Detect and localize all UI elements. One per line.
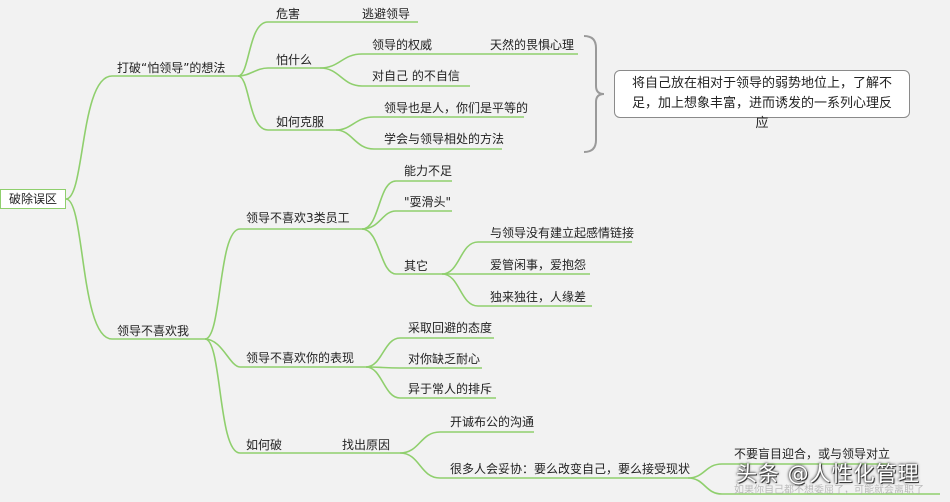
root-node[interactable]: 破除误区	[0, 189, 66, 209]
connector-cause-2	[399, 452, 688, 479]
node-loner[interactable]: 独来独往，人缘差	[490, 290, 587, 304]
connector-fear-confidence	[319, 67, 470, 87]
connector-show-2	[365, 366, 482, 369]
node-find-cause[interactable]: 找出原因	[342, 438, 391, 452]
connector-show-1	[365, 337, 494, 368]
connector-three-slick	[361, 210, 452, 230]
node-avoid-leader[interactable]: 逃避领导	[362, 7, 411, 21]
node-meddle-complain[interactable]: 爱管闲事，爱抱怨	[490, 258, 587, 272]
summary-note[interactable]: 将自己放在相对于领导的弱势地位上，了解不足，加上想象丰富，进而诱发的一系列心理反…	[614, 70, 910, 131]
connector-compromise-2	[687, 477, 940, 495]
node-how-overcome[interactable]: 如何克服	[276, 115, 325, 129]
connector-b2-show	[204, 338, 366, 368]
node-rejection[interactable]: 异于常人的排斥	[408, 382, 493, 396]
connector-b2-three	[204, 228, 362, 340]
connector-cause-1	[399, 431, 534, 454]
connector-root-branch1	[65, 75, 238, 200]
node-equal[interactable]: 领导也是人，你们是平等的	[384, 101, 529, 115]
connector-b2-how	[204, 338, 400, 454]
node-danger[interactable]: 危害	[276, 7, 301, 21]
summary-bracket	[583, 35, 605, 153]
node-open-communication[interactable]: 开诚布公的沟通	[450, 415, 535, 429]
connector-overcome-method	[335, 129, 502, 150]
node-learn-method[interactable]: 学会与领导相处的方法	[384, 132, 505, 146]
node-impatience[interactable]: 对你缺乏耐心	[408, 352, 481, 366]
node-avoidance[interactable]: 采取回避的态度	[408, 321, 493, 335]
node-no-blind-follow[interactable]: 不要盲目迎合，或与领导对立	[734, 447, 891, 461]
connector-b1-fear	[237, 67, 320, 77]
node-self-confidence[interactable]: 对自己 的不自信	[372, 69, 460, 83]
node-how-break[interactable]: 如何破	[246, 438, 283, 452]
watermark-subtext: 如果你自己都不想委屈了，可能就会离职了	[734, 485, 924, 496]
connector-fear-authority	[319, 53, 578, 69]
connector-b1-overcome	[237, 75, 336, 131]
node-dislike-signs[interactable]: 领导不喜欢你的表现	[246, 351, 355, 365]
connector-b1-danger	[237, 21, 310, 77]
connector-overcome-equal	[335, 116, 524, 131]
connector-other-1	[441, 241, 632, 275]
node-low-ability[interactable]: 能力不足	[404, 164, 453, 178]
node-fear-what[interactable]: 怕什么	[276, 53, 313, 67]
branch-leader-dislike[interactable]: 领导不喜欢我	[117, 324, 190, 338]
node-slick[interactable]: "耍滑头"	[404, 195, 452, 209]
node-three-types[interactable]: 领导不喜欢3类员工	[246, 211, 350, 225]
connector-other-3	[441, 273, 592, 307]
node-other[interactable]: 其它	[404, 259, 429, 273]
connector-root-branch2	[65, 198, 205, 340]
node-natural-awe[interactable]: 天然的畏惧心理	[490, 38, 575, 52]
branch-break-fear[interactable]: 打破“怕领导”的想法	[117, 61, 226, 75]
connector-three-other	[361, 228, 442, 275]
connector-compromise-1	[687, 463, 890, 479]
watermark: 头条 @人性化管理	[736, 462, 920, 486]
node-compromise[interactable]: 很多人会妥协：要么改变自己，要么接受现状	[450, 462, 691, 476]
connector-three-ability	[361, 180, 452, 230]
node-leader-authority[interactable]: 领导的权威	[372, 38, 433, 52]
connector-show-3	[365, 366, 496, 399]
node-no-emotional-link[interactable]: 与领导没有建立起感情链接	[490, 226, 635, 240]
